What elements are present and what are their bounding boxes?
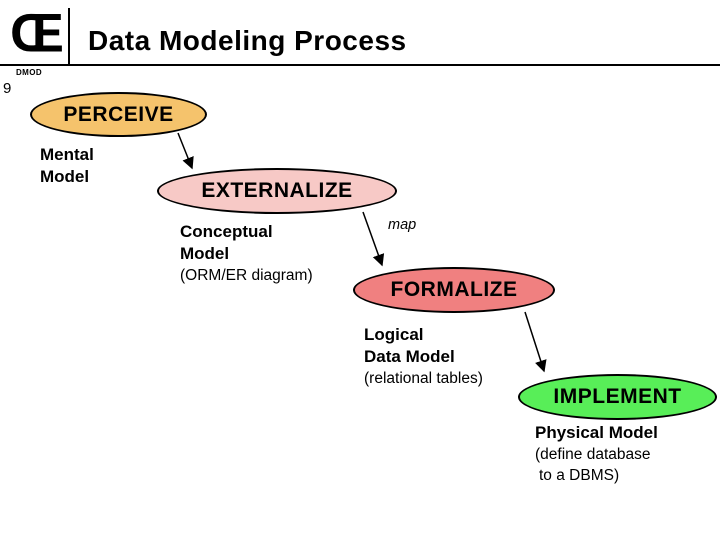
stage-label-externalize: EXTERNALIZE (201, 179, 353, 202)
artifact-line: Conceptual (180, 222, 273, 241)
stage-label-implement: IMPLEMENT (553, 385, 682, 408)
stage-ellipse-implement: IMPLEMENT (518, 374, 717, 420)
stage-ellipse-perceive: PERCEIVE (30, 92, 207, 137)
logo-divider (68, 8, 70, 65)
artifact-mental-model: Mental Model (40, 144, 94, 188)
map-annotation: map (388, 217, 417, 233)
stage-ellipse-formalize: FORMALIZE (353, 267, 555, 313)
course-code: DMOD (16, 68, 43, 77)
artifact-conceptual-model: Conceptual Model (ORM/ER diagram) (180, 221, 313, 286)
artifact-line: Mental (40, 145, 94, 164)
organization-logo: Œ (10, 3, 64, 63)
stage-label-perceive: PERCEIVE (63, 102, 174, 126)
arrow-perceive-to-externalize (177, 132, 194, 170)
slide-number: 9 (3, 80, 12, 97)
artifact-line: Logical (364, 325, 424, 344)
artifact-line: Data Model (364, 347, 455, 366)
artifact-note-line: to a DBMS) (539, 467, 620, 484)
artifact-note-line: (define database (535, 446, 651, 463)
artifact-logical-data-model: Logical Data Model (relational tables) (364, 324, 483, 389)
artifact-line: Physical Model (535, 423, 658, 442)
stage-label-formalize: FORMALIZE (390, 278, 518, 301)
artifact-physical-model: Physical Model (define database to a DBM… (535, 422, 658, 486)
artifact-line: Model (40, 167, 90, 186)
arrow-externalize-to-formalize (362, 211, 385, 267)
artifact-note-line: (ORM/ER diagram) (180, 267, 313, 284)
artifact-note-line: (relational tables) (364, 370, 483, 387)
header-rule (0, 64, 720, 66)
stage-ellipse-externalize: EXTERNALIZE (157, 168, 397, 214)
slide-title: Data Modeling Process (88, 25, 407, 56)
artifact-line: Model (180, 244, 230, 263)
arrow-formalize-to-implement (524, 311, 547, 373)
